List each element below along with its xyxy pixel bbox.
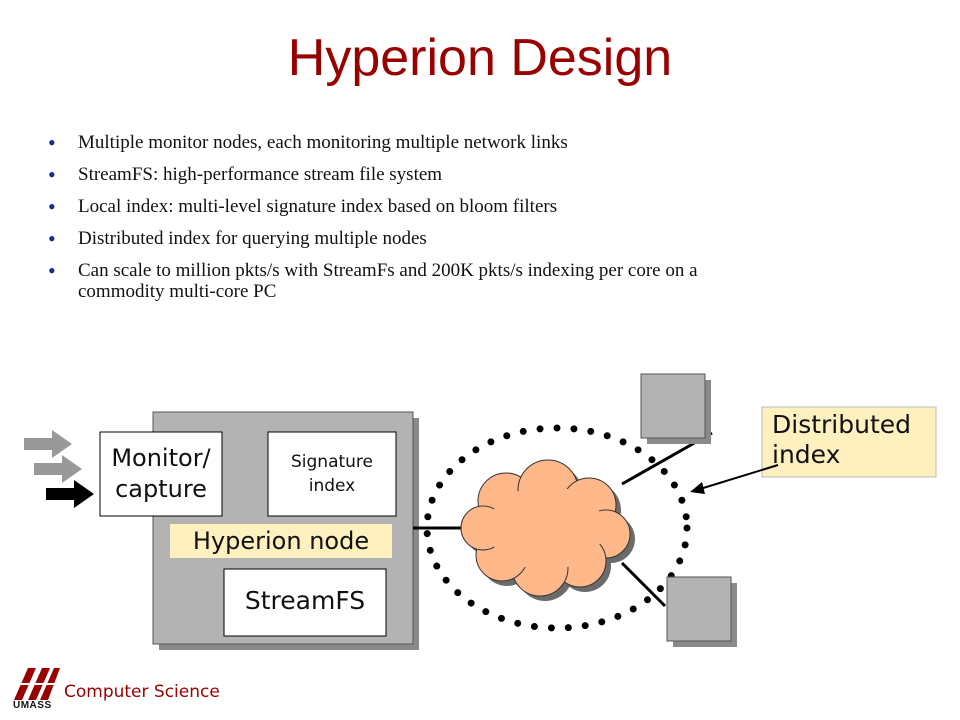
network-cloud bbox=[460, 459, 635, 601]
streamfs-box bbox=[223, 568, 387, 637]
distributed-label-line2: index bbox=[772, 440, 841, 469]
monitor-label-line2: capture bbox=[115, 475, 207, 503]
signature-index-box bbox=[267, 431, 397, 517]
hyperion-node-label: Hyperion node bbox=[192, 527, 370, 555]
distributed-ring bbox=[423, 424, 691, 632]
bullet-item: Can scale to million pkts/s with StreamF… bbox=[48, 260, 748, 302]
bullet-item: Distributed index for querying multiple … bbox=[48, 228, 748, 249]
bullet-item: StreamFS: high-performance stream file s… bbox=[48, 164, 748, 185]
monitor-capture-box bbox=[99, 431, 223, 517]
distributed-index-arrowhead bbox=[690, 482, 705, 494]
slide-title: Hyperion Design bbox=[287, 29, 673, 87]
cloud-to-bottom-node-link bbox=[620, 561, 667, 608]
bullet-item: Multiple monitor nodes, each monitoring … bbox=[48, 132, 748, 153]
distributed-index-box bbox=[761, 406, 937, 478]
signature-index-label: Signature index bbox=[268, 450, 396, 498]
distributed-index-arrow bbox=[699, 464, 779, 490]
hyperion-node-label-bg bbox=[170, 524, 392, 558]
streamfs-label: StreamFS bbox=[244, 586, 366, 615]
distributed-index-label: Distributed index bbox=[772, 410, 911, 470]
footer-logo-text: UMASS bbox=[13, 700, 52, 711]
umass-logo bbox=[12, 664, 60, 702]
input-arrow-gray bbox=[24, 430, 72, 458]
remote-node-top bbox=[640, 373, 706, 439]
remote-node-bottom bbox=[666, 576, 732, 642]
bullet-item: Local index: multi-level signature index… bbox=[48, 196, 748, 217]
monitor-capture-label: Monitor/ capture bbox=[100, 443, 222, 505]
signature-label-line1: Signature bbox=[290, 452, 373, 472]
distributed-label-line1: Distributed bbox=[772, 410, 912, 439]
signature-label-line2: index bbox=[308, 476, 356, 496]
monitor-label-line1: Monitor/ bbox=[111, 444, 211, 472]
input-arrow-black bbox=[46, 480, 94, 508]
input-arrow-gray bbox=[34, 455, 82, 483]
bullet-list: Multiple monitor nodes, each monitoring … bbox=[48, 132, 748, 313]
footer-org: Computer Science bbox=[64, 682, 220, 702]
input-arrows bbox=[24, 430, 94, 508]
